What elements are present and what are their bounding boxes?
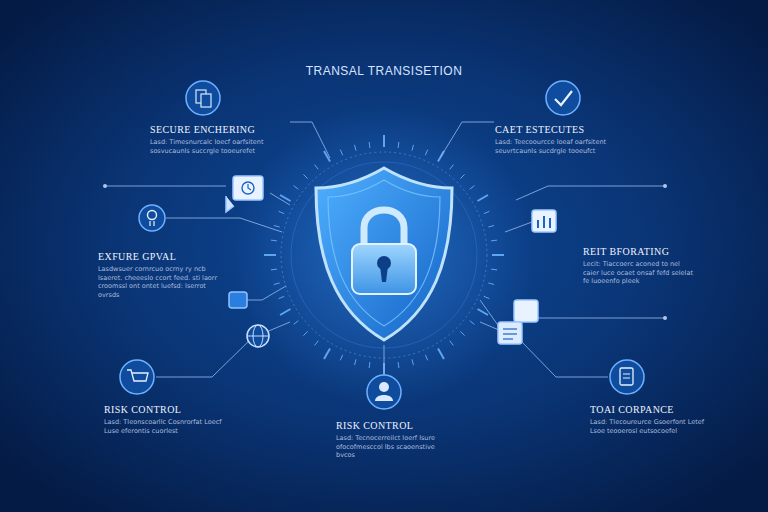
globe-icon bbox=[247, 325, 269, 347]
ring-tick bbox=[488, 283, 494, 285]
feature-block: EXFURE GPVAL Lasdwsuer cornrcuo ocrny ry … bbox=[98, 251, 228, 299]
person-icon bbox=[367, 375, 401, 409]
ring-tick bbox=[398, 362, 400, 368]
ring-tick bbox=[450, 341, 454, 346]
feature-heading: TOAI CORPANCE bbox=[590, 404, 710, 415]
feature-heading: CAET ESTECUTES bbox=[495, 124, 625, 135]
ring-tick bbox=[492, 254, 504, 256]
feature-heading: RISK CONTROL bbox=[336, 420, 448, 431]
ring-tick bbox=[279, 211, 285, 213]
feature-description: Lasd: Timesnurcalc loecf oarfsitent sosv… bbox=[150, 138, 288, 155]
ring-tick bbox=[484, 211, 490, 213]
ring-tick bbox=[354, 359, 356, 365]
ring-tick bbox=[450, 165, 454, 170]
ring-tick bbox=[315, 165, 319, 170]
feature-block: REIT BFORATING Lecit: Tiaccoerc aconed to… bbox=[583, 246, 695, 286]
feature-description: Lecit: Tiaccoerc aconed to nel caier luc… bbox=[583, 260, 695, 286]
feature-heading: REIT BFORATING bbox=[583, 246, 695, 257]
ring-tick bbox=[488, 225, 494, 227]
feature-description: Lasd: Tecnocerreilct loerf lsure ofocofm… bbox=[336, 434, 448, 460]
ring-tick bbox=[280, 309, 290, 315]
ring-tick bbox=[354, 145, 356, 151]
feature-block: CAET ESTECUTES Lasd: Teecoourcce loeaf oa… bbox=[495, 124, 625, 155]
ring-tick bbox=[303, 331, 307, 335]
feature-heading: RISK CONTROL bbox=[104, 404, 224, 415]
ring-tick bbox=[491, 269, 497, 271]
feature-block: RISK CONTROL Lasd: Tleonscoarllc Cosnrorf… bbox=[104, 404, 224, 435]
ring-tick bbox=[478, 309, 488, 315]
feature-heading: EXFURE GPVAL bbox=[98, 251, 228, 262]
chat-bubble-icon bbox=[233, 176, 263, 200]
ring-tick bbox=[460, 174, 464, 178]
small-app-icon bbox=[229, 292, 247, 308]
tick-ring bbox=[264, 135, 504, 375]
ring-tick bbox=[425, 355, 427, 361]
ring-tick bbox=[470, 321, 475, 325]
diagram-title: TRANSAL TRANSISETION bbox=[0, 64, 768, 78]
feature-icons bbox=[120, 81, 644, 409]
feature-description: Lasdwsuer cornrcuo ocrny ry ncb lsaeret.… bbox=[98, 265, 228, 299]
ring-tick bbox=[264, 254, 276, 256]
ring-tick bbox=[369, 362, 371, 368]
feature-heading: SECURE ENCHERING bbox=[150, 124, 288, 135]
message-icon bbox=[514, 300, 538, 322]
ring-tick bbox=[425, 150, 427, 156]
ring-tick bbox=[470, 186, 475, 190]
ring-tick bbox=[412, 145, 414, 151]
feature-description: Lasd: Teecoourcce loeaf oarfsitent seuvr… bbox=[495, 138, 625, 155]
ring-tick bbox=[369, 142, 371, 148]
feature-block: RISK CONTROL Lasd: Tecnocerreilct loerf l… bbox=[336, 420, 448, 460]
bulb-icon bbox=[139, 205, 165, 231]
glow bbox=[234, 105, 534, 405]
chart-icon bbox=[532, 210, 556, 232]
ring-tick bbox=[340, 150, 342, 156]
ring-tick bbox=[271, 269, 277, 271]
feature-block: TOAI CORPANCE Lasd: Tlecoureurce Gsoerfon… bbox=[590, 404, 710, 435]
ring-tick bbox=[303, 174, 307, 178]
cart-icon bbox=[120, 360, 154, 394]
ring-tick bbox=[340, 355, 342, 361]
ring-tick bbox=[294, 186, 299, 190]
ring-tick bbox=[279, 296, 285, 298]
ring-tick bbox=[438, 349, 444, 359]
ring-tick bbox=[478, 195, 488, 201]
document-icon bbox=[186, 81, 220, 115]
ring-tick bbox=[271, 240, 277, 242]
ring-tick bbox=[274, 283, 280, 285]
padlock bbox=[352, 210, 416, 294]
ring-tick bbox=[324, 349, 330, 359]
ring-tick bbox=[274, 225, 280, 227]
ring-tick bbox=[412, 359, 414, 365]
ring-tick bbox=[383, 135, 385, 147]
document-compliance-icon bbox=[610, 360, 644, 394]
ring-tick bbox=[491, 240, 497, 242]
feature-block: SECURE ENCHERING Lasd: Timesnurcalc loecf… bbox=[150, 124, 288, 155]
feature-description: Lasd: Tleonscoarllc Cosnrorfat Loecf Lus… bbox=[104, 418, 224, 435]
ring-tick bbox=[484, 296, 490, 298]
leader-lines bbox=[103, 122, 667, 377]
shield bbox=[316, 168, 452, 340]
ring-tick bbox=[294, 321, 299, 325]
feature-description: Lasd: Tlecoureurce Gsoerfont Letef Lsoe … bbox=[590, 418, 710, 435]
ring-tick bbox=[398, 142, 400, 148]
form-icon bbox=[498, 322, 522, 344]
ring-tick bbox=[460, 331, 464, 335]
ring-tick bbox=[315, 341, 319, 346]
check-icon bbox=[546, 81, 580, 115]
